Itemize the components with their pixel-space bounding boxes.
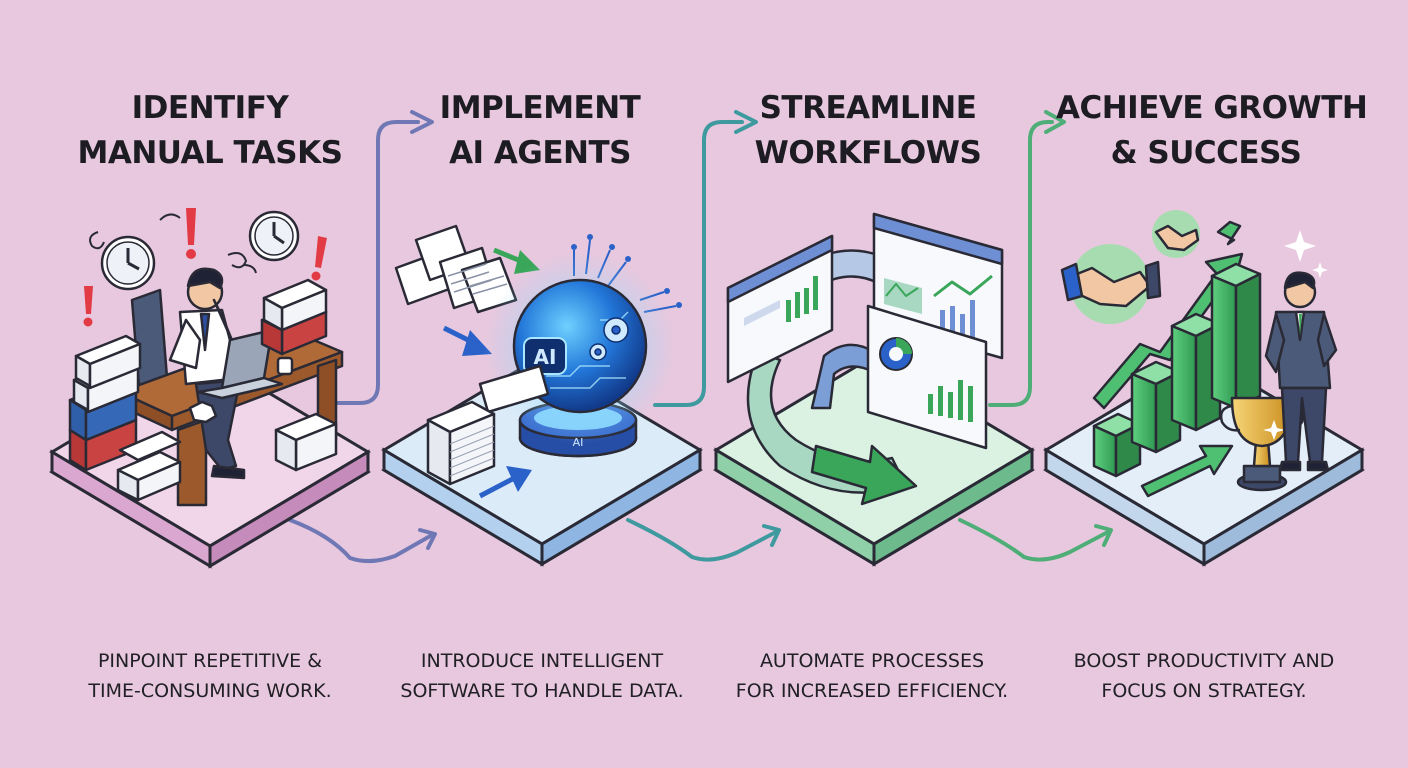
step-4-desc-line-1: BOOST PRODUCTIVITY AND: [1073, 650, 1335, 672]
dashboard-icon: [726, 234, 834, 384]
step-3-desc-line-2: FOR INCREASED EFFICIENCY.: [735, 680, 1009, 702]
connector-1-2-upper: [333, 110, 434, 405]
step-1-description: PINPOINT REPETITIVE & TIME-CONSUMING WOR…: [50, 646, 370, 706]
step-1-title: IDENTIFY MANUAL TASKS: [60, 86, 360, 176]
clock-icon: [100, 235, 156, 291]
step-3-illustration: [726, 212, 1004, 506]
step-4-title-line-2: & SUCCESS: [1110, 135, 1302, 171]
step-3-description: AUTOMATE PROCESSES FOR INCREASED EFFICIE…: [712, 646, 1032, 706]
connector-3-4-lower: [958, 518, 1113, 562]
bar-chart-icon: [1092, 262, 1262, 478]
ai-base-label: AI: [573, 436, 584, 449]
gear-icon: [589, 317, 629, 361]
handshake-icon: [1152, 210, 1200, 258]
bar-chart-icon: [786, 276, 818, 322]
step-2-illustration: [394, 224, 682, 499]
step-2-desc-line-2: SOFTWARE TO HANDLE DATA.: [400, 680, 684, 702]
handshake-icon: [1060, 244, 1162, 324]
step-1-desc-line-2: TIME-CONSUMING WORK.: [88, 680, 332, 702]
step-1-title-line-2: MANUAL TASKS: [77, 135, 343, 171]
document-stack-icon: [116, 430, 182, 502]
step-2-desc-line-1: INTRODUCE INTELLIGENT: [420, 650, 664, 672]
ai-sphere-icon: [512, 278, 648, 414]
connector-2-3-upper: [653, 110, 758, 407]
step-1-illustration: [68, 208, 344, 507]
document-icon: [394, 224, 518, 314]
step-3-title-line-1: STREAMLINE: [759, 90, 977, 126]
step-2-title-line-2: AI AGENTS: [449, 135, 631, 171]
document-stack-icon: [274, 412, 338, 472]
bar-chart-icon: [928, 380, 973, 422]
step-4-illustration: [1060, 210, 1338, 498]
dashboard-icon: [866, 304, 988, 450]
step-3-title-line-2: WORKFLOWS: [754, 135, 982, 171]
step-2-title-line-1: IMPLEMENT: [439, 90, 641, 126]
step-2-title: IMPLEMENT AI AGENTS: [390, 86, 690, 176]
step-2-description: INTRODUCE INTELLIGENT SOFTWARE TO HANDLE…: [382, 646, 702, 706]
exclamation-icon: [83, 208, 327, 327]
connector-1-2-lower: [288, 518, 437, 563]
step-4-title: ACHIEVE GROWTH & SUCCESS: [1056, 86, 1368, 176]
step-3-title: STREAMLINE WORKFLOWS: [718, 86, 1018, 176]
step-3-desc-line-1: AUTOMATE PROCESSES: [759, 650, 985, 672]
document-stack-icon: [260, 278, 328, 356]
bar-chart-icon: [940, 300, 975, 338]
document-stack-icon: [68, 334, 142, 472]
ai-sphere-label: AI: [534, 345, 557, 369]
connector-3-4-upper: [988, 110, 1066, 407]
connector-2-3-lower: [626, 518, 781, 562]
step-4-description: BOOST PRODUCTIVITY AND FOCUS ON STRATEGY…: [1044, 646, 1364, 706]
step-4-title-line-1: ACHIEVE GROWTH: [1056, 90, 1368, 126]
step-1-title-line-1: IDENTIFY: [131, 90, 289, 126]
step-4-desc-line-2: FOCUS ON STRATEGY.: [1101, 680, 1307, 702]
document-stack-icon: [426, 400, 496, 486]
clock-icon: [248, 210, 300, 262]
step-1-desc-line-1: PINPOINT REPETITIVE &: [97, 650, 323, 672]
